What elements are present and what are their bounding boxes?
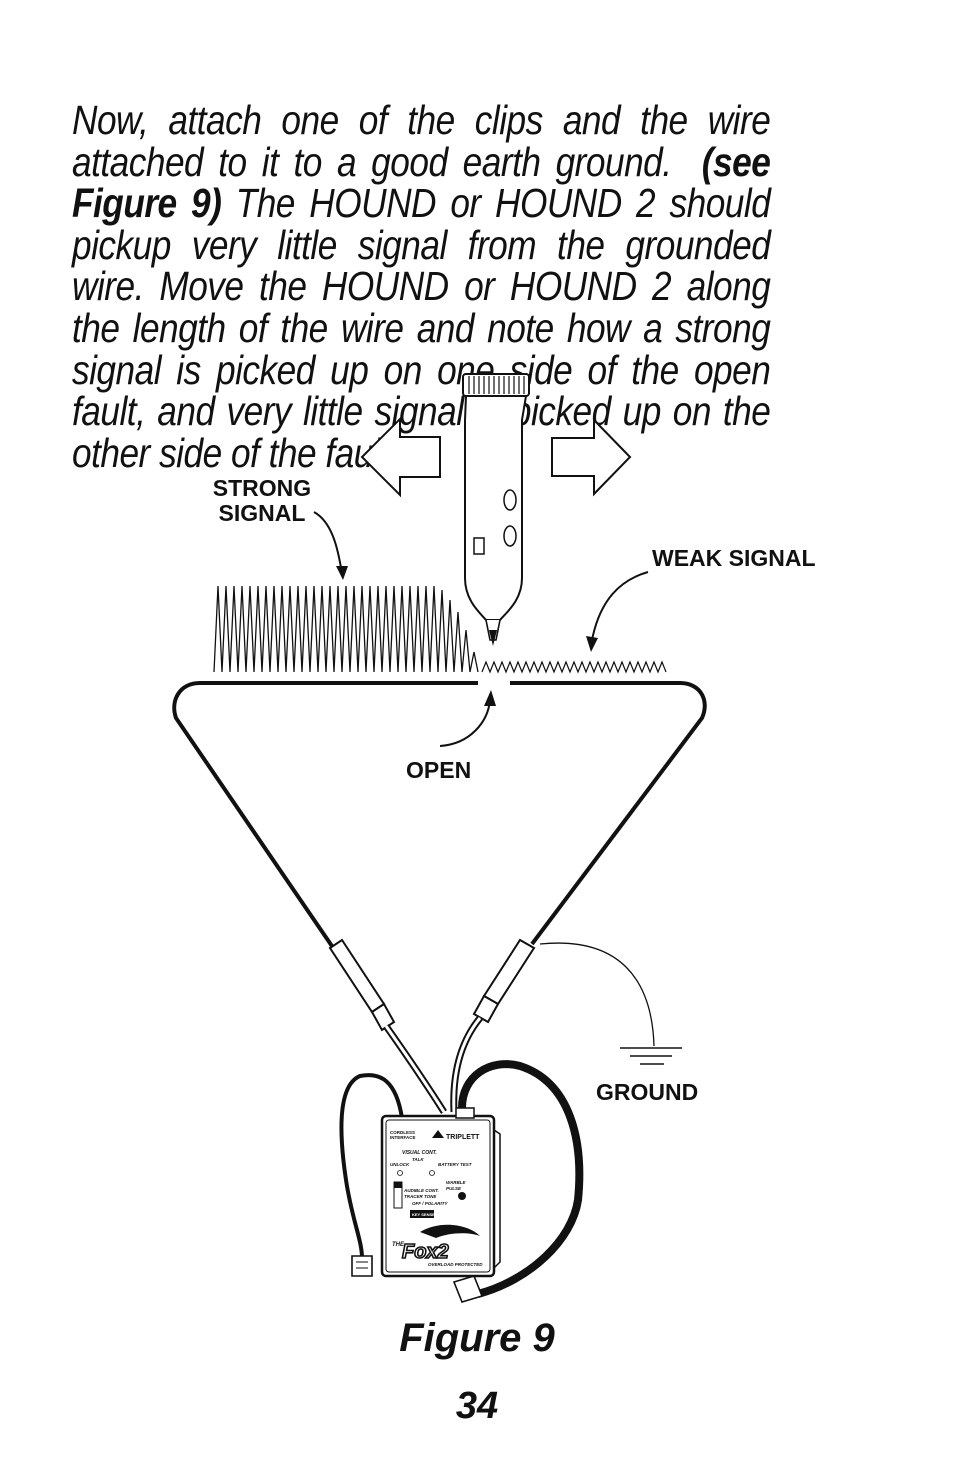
strong-label-line-2: SIGNAL [218, 500, 306, 526]
right-rj45-plug-icon [452, 1275, 484, 1303]
weak-signal-label: WEAK SIGNAL [652, 545, 816, 571]
strong-signal-waveform [213, 585, 479, 673]
paragraph-text-1: Now, attach one of the clips and the wir… [72, 97, 771, 185]
device-label-text: BATTERY TEST [438, 1162, 473, 1167]
device-label-text: PULSE [446, 1186, 462, 1191]
device-label-text: INTERFACE [390, 1135, 416, 1140]
device-label-text: KEY SENSE [412, 1212, 435, 1217]
device-label-text: OVERLOAD PROTECTED [428, 1262, 483, 1267]
open-label: OPEN [406, 757, 472, 783]
device-label-text: OFF / POLARITY [412, 1201, 448, 1206]
figure-caption: Figure 9 [399, 1316, 555, 1360]
wire-left-segment [172, 681, 478, 954]
device-label-text: AUDIBLE CONT. [403, 1188, 439, 1193]
ground-symbol-icon [620, 1047, 682, 1065]
figure-reference: (see Figure 9) [72, 138, 771, 227]
device-label-text: TRIPLETT [446, 1134, 480, 1141]
device-label-text: CORDLESS [390, 1130, 415, 1135]
ground-label: GROUND [596, 1079, 699, 1105]
device-label-text: VISUAL CONT. [402, 1150, 437, 1156]
device-label-text: TRACER TONE [404, 1194, 437, 1199]
wire-right-segment [510, 681, 707, 946]
fox2-tester-device: TRIPLETT CORDLESS INTERFACE VISUAL CONT.… [380, 1107, 501, 1278]
hound-probe-icon [462, 373, 530, 646]
device-label-text: WARBLE [446, 1180, 466, 1185]
strong-label-line-1: STRONG [212, 475, 312, 501]
right-arrow-icon [551, 417, 632, 497]
page-number: 34 [455, 1385, 499, 1427]
device-label-text: Fox2 [402, 1241, 449, 1263]
device-label-text: TALK [412, 1157, 424, 1162]
left-phone-cord [339, 1073, 404, 1259]
left-rj11-plug-icon [351, 1255, 373, 1277]
device-label-text: UNLOCK [390, 1162, 410, 1167]
left-arrow-icon [360, 416, 441, 498]
instruction-paragraph: Now, attach one of the clips and the wir… [72, 97, 771, 476]
left-test-clip-icon [328, 938, 447, 1114]
weak-signal-waveform [481, 660, 667, 674]
right-test-clip-icon [450, 938, 536, 1113]
right-phone-cord [458, 1060, 584, 1298]
paragraph-text-2: The HOUND or HOUND 2 should pickup very … [72, 180, 771, 476]
strong-signal-label: STRONG SIGNAL [206, 476, 318, 526]
device-label-text: THE [392, 1242, 405, 1248]
